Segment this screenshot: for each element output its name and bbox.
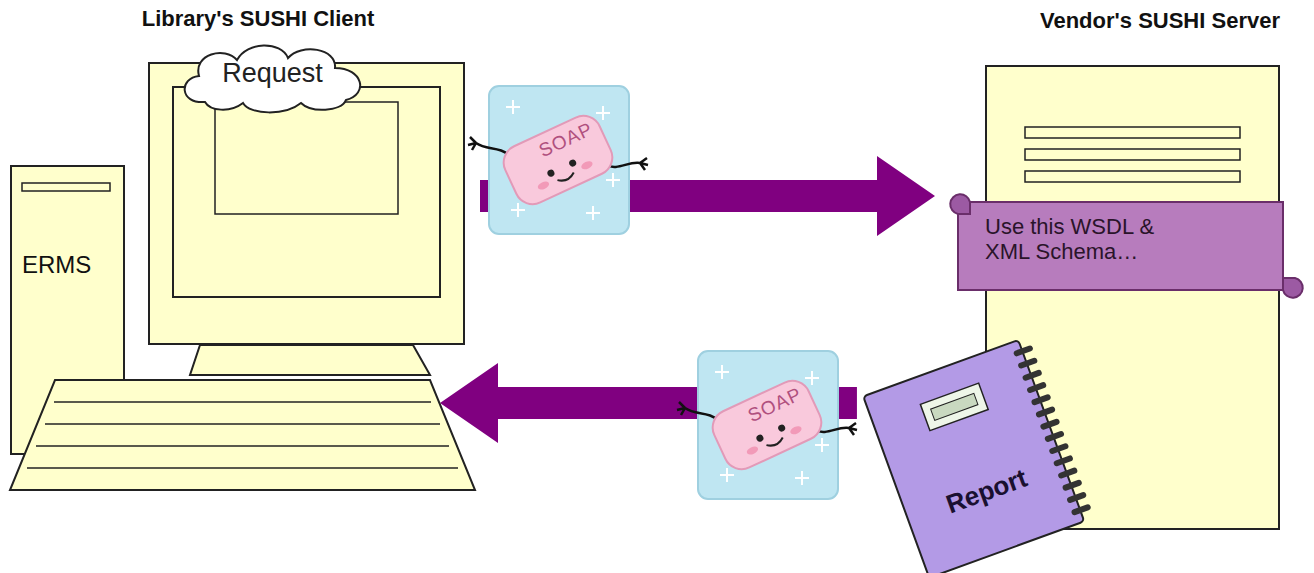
heading-text: Vendor's SUSHI Server [1010, 8, 1310, 33]
request-cloud: Request [175, 40, 370, 110]
monitor-frame [149, 63, 464, 344]
soap-cheek [789, 425, 803, 436]
spiral-ring [1022, 369, 1043, 381]
spiral-ring [1062, 479, 1083, 491]
soap-icon: SOAP [488, 85, 630, 235]
soap-icon: SOAP [697, 350, 839, 500]
soap-picture [697, 350, 839, 500]
monitor-screen [173, 87, 440, 297]
screen-window [215, 102, 398, 214]
sparkle [596, 106, 610, 120]
monitor-stand [190, 345, 430, 375]
key-row [36, 445, 449, 447]
soap-bar [707, 375, 827, 475]
client-computer: RequestLibrary's SUSHI Client [148, 62, 465, 345]
node-text: Use this WSDL & XML Schema… [985, 214, 1200, 265]
sparkle [815, 438, 829, 452]
spiral-ring [1066, 491, 1087, 503]
spiral-ring [1071, 503, 1092, 515]
soap-picture [488, 85, 630, 235]
spiral-ring [1053, 455, 1074, 467]
soap-cheek [580, 160, 594, 171]
soap-eye [777, 423, 786, 432]
sparkle [720, 468, 734, 482]
soap-cheek [537, 180, 551, 191]
sparkle [506, 100, 520, 114]
key-row [27, 467, 458, 469]
node-text: ERMS [22, 251, 117, 279]
notebook-cover [863, 340, 1084, 573]
scroll-curl [950, 194, 970, 214]
sparkle [606, 173, 620, 187]
spiral-ring [1031, 394, 1052, 406]
sparkle [511, 203, 525, 217]
soap-smile [557, 173, 575, 184]
spiral-ring [1013, 345, 1034, 357]
spiral-ring [1035, 406, 1056, 418]
drive-slot [22, 183, 110, 191]
heading-text: Library's SUSHI Client [123, 6, 393, 31]
soap-eye [568, 158, 577, 167]
sparkle [805, 371, 819, 385]
server-bay [1025, 127, 1240, 138]
soap-smile [766, 438, 784, 449]
soap-cheek [746, 445, 760, 456]
server-bay [1025, 171, 1240, 182]
soap-eye [755, 434, 764, 443]
keyboard [10, 380, 475, 490]
spiral-ring [1040, 418, 1061, 430]
sparkle [586, 206, 600, 220]
icon-tile [698, 351, 838, 499]
scroll-sheet [958, 202, 1283, 290]
spiral-ring [1026, 381, 1047, 393]
key-row [54, 401, 431, 403]
spiral-ring [1048, 442, 1069, 454]
icon-tile [489, 86, 629, 234]
scroll-curl [1283, 278, 1303, 298]
spiral-ring [1057, 467, 1078, 479]
sparkle [715, 365, 729, 379]
server-bay [1025, 149, 1240, 160]
soap-eye [546, 169, 555, 178]
key-row [45, 423, 440, 425]
notebook-label [920, 383, 988, 431]
spiral-ring [1044, 430, 1065, 442]
sparkle [795, 471, 809, 485]
soap-bar [498, 110, 618, 210]
node-text: Request [175, 58, 370, 89]
label-plate [931, 393, 978, 420]
spiral-ring [1017, 357, 1038, 369]
wsdl-scroll: Use this WSDL & XML Schema… [940, 190, 1305, 302]
